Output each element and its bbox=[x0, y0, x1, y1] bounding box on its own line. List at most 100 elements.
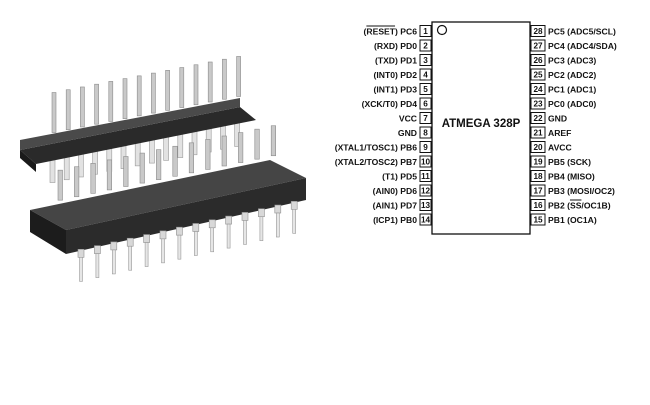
pin-number-box bbox=[419, 112, 432, 124]
left-pin-label: (ICP1) PB0 bbox=[373, 215, 417, 225]
ic-pin-shoulder bbox=[143, 234, 150, 243]
ic-pin bbox=[236, 56, 241, 97]
pin-number: 28 bbox=[533, 27, 543, 36]
pin-number: 10 bbox=[421, 158, 431, 167]
ic-pin bbox=[156, 149, 162, 180]
pin-number: 4 bbox=[423, 71, 428, 80]
pin-number-box bbox=[419, 39, 432, 52]
back-chip-side bbox=[20, 150, 36, 172]
right-pin-label: PC2 (ADC2) bbox=[548, 70, 596, 80]
ic-pin-shoulder bbox=[290, 201, 298, 210]
ic-pin bbox=[57, 169, 63, 201]
pin-number: 25 bbox=[533, 71, 543, 80]
ic-pin-shoulder bbox=[274, 204, 282, 214]
right-pin-label: PB5 (SCK) bbox=[548, 157, 591, 167]
pin-number-box bbox=[530, 184, 546, 197]
pin-number-box bbox=[419, 184, 432, 197]
left-pin-label: (T1) PD5 bbox=[382, 172, 417, 182]
right-pin: 24 PC1 (ADC1) bbox=[530, 83, 596, 95]
ic-pin bbox=[172, 145, 178, 177]
back-chip-body bbox=[20, 107, 256, 164]
pin-number-box bbox=[530, 83, 546, 95]
ic-pin-shoulder bbox=[258, 208, 265, 218]
left-pin: 12(AIN0) PD6 bbox=[373, 184, 432, 197]
pin-number-box bbox=[530, 141, 546, 153]
right-pin-label: PC5 (ADC5/SCL) bbox=[548, 27, 616, 37]
pin-number-box bbox=[530, 39, 546, 52]
ic-pin-shoulder bbox=[159, 230, 167, 240]
ic-pin bbox=[123, 156, 129, 187]
pin-number: 14 bbox=[421, 216, 431, 225]
pin-number: 2 bbox=[423, 42, 428, 51]
pin-number: 22 bbox=[533, 114, 543, 123]
front-chip-left-side bbox=[30, 210, 66, 254]
ic-pin bbox=[205, 139, 211, 170]
right-pin-label: PB2 (SS/OC1B) bbox=[548, 201, 611, 211]
pin-number: 21 bbox=[533, 129, 543, 138]
ic-pin bbox=[194, 231, 198, 256]
left-pin-label: (XCK/T0) PD4 bbox=[362, 99, 418, 109]
pin1-marker-circle-icon bbox=[436, 24, 448, 36]
pin-number-box bbox=[530, 199, 546, 211]
back-chip-top bbox=[20, 98, 240, 150]
ic-pin-shoulder bbox=[225, 215, 232, 225]
pin-number: 6 bbox=[423, 100, 428, 109]
ic-pin bbox=[177, 234, 182, 260]
ic-pin bbox=[139, 152, 145, 184]
front-chip-front bbox=[66, 178, 306, 254]
ic-pin bbox=[94, 83, 99, 125]
left-pin: 2 (RXD) PD0 bbox=[374, 39, 432, 52]
ic-pin bbox=[108, 81, 114, 122]
pin-number-box bbox=[419, 126, 432, 139]
left-pin-label: (AIN0) PD6 bbox=[373, 186, 418, 196]
left-pin: 5(INT1) PD3 bbox=[374, 83, 432, 95]
left-pin-label: (RESET) PC6 bbox=[364, 27, 418, 37]
ic-pin bbox=[128, 245, 132, 271]
ic-pin bbox=[254, 128, 260, 160]
right-pin: 23 PC0 (ADC0) bbox=[530, 97, 596, 110]
ic-pin bbox=[226, 223, 231, 249]
ic-pin bbox=[51, 92, 57, 133]
pin-number: 8 bbox=[423, 129, 428, 138]
pin-number: 24 bbox=[533, 85, 543, 94]
ic-pin bbox=[95, 253, 100, 278]
right-pin-label: PB4 (MISO) bbox=[548, 172, 595, 182]
left-pin: 13(AIN1) PD7 bbox=[373, 199, 432, 211]
pin-number-box bbox=[530, 155, 546, 168]
pin-number: 3 bbox=[423, 56, 428, 65]
ic-pin-shoulder bbox=[77, 249, 85, 258]
right-pin-label: PC0 (ADC0) bbox=[548, 99, 596, 109]
pin-number-box bbox=[419, 199, 432, 211]
ic-pin-shoulder bbox=[176, 226, 183, 236]
pin-number: 17 bbox=[533, 187, 543, 196]
left-pin-label: (INT1) PD3 bbox=[374, 85, 418, 95]
pin-number: 27 bbox=[533, 42, 543, 51]
pin-number-box bbox=[530, 213, 546, 226]
ic-pin bbox=[165, 70, 170, 111]
ic-pin-shoulder bbox=[110, 241, 118, 251]
ic-pin bbox=[207, 61, 213, 103]
left-pin-label: (XTAL2/TOSC2) PB7 bbox=[335, 157, 418, 167]
pin-number-box bbox=[530, 25, 546, 37]
left-pin: 1(RESET) PC6 bbox=[364, 25, 432, 37]
pin-number-box bbox=[419, 141, 432, 153]
ic-pin bbox=[161, 238, 165, 264]
ic-pin bbox=[243, 220, 247, 245]
right-pin-label: PC1 (ADC1) bbox=[548, 85, 596, 95]
pin-number-box bbox=[530, 68, 546, 81]
pin-number: 13 bbox=[421, 201, 431, 210]
left-pin-label: (RXD) PD0 bbox=[374, 41, 417, 51]
front-chip-pins bbox=[57, 125, 277, 201]
pin-number: 26 bbox=[533, 56, 543, 65]
pin-number: 23 bbox=[533, 100, 543, 109]
ic-pin bbox=[80, 86, 85, 128]
